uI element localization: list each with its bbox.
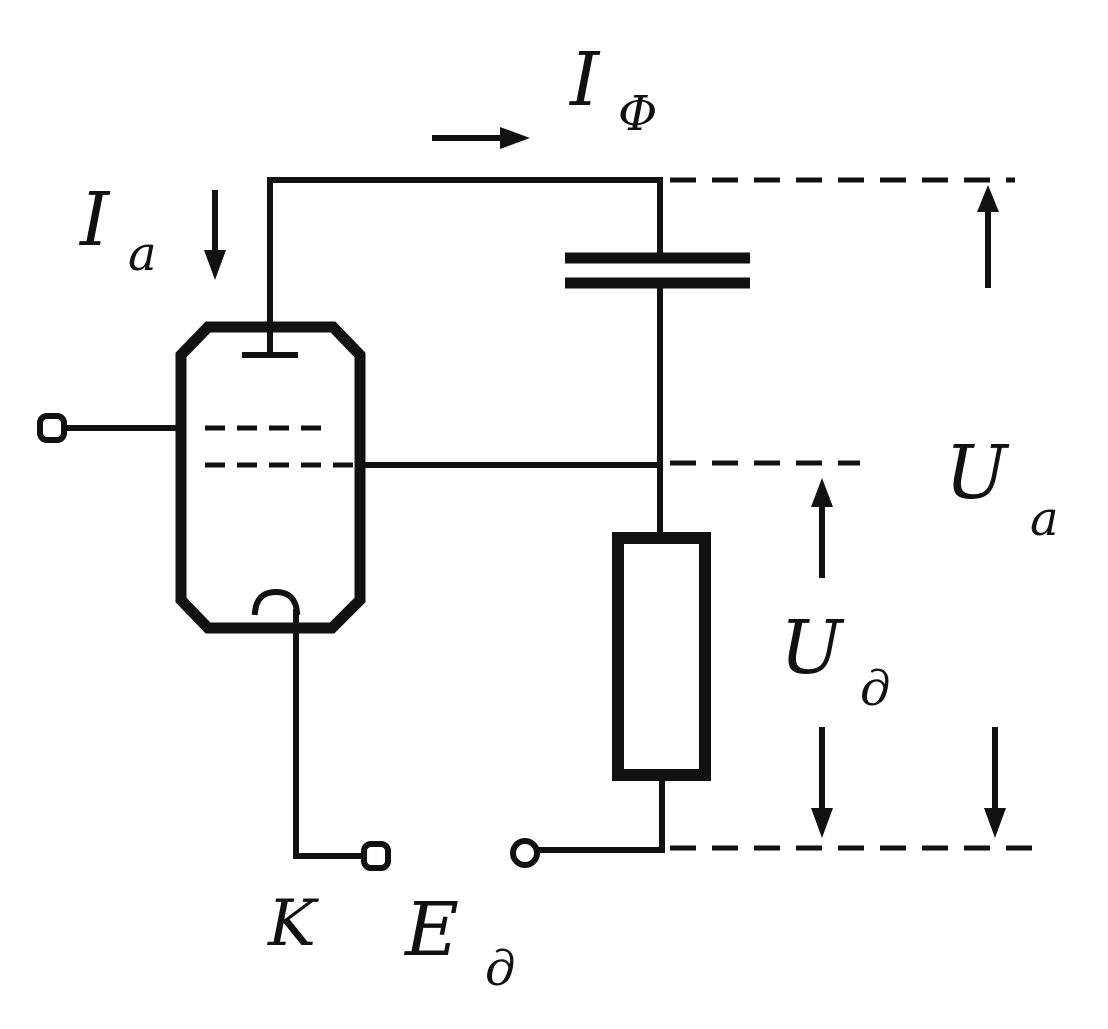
resistor: [612, 532, 711, 781]
label-e-d: E: [403, 887, 459, 973]
grid-input-terminal: [37, 413, 67, 443]
label-e-d-sub: д: [485, 941, 515, 997]
label-u-a: U: [945, 430, 1010, 516]
voltage-ua-arrow-down: [984, 727, 1006, 838]
label-i-phi: I: [568, 37, 601, 123]
cathode-wire: [293, 609, 368, 859]
label-u-a-sub: a: [1030, 491, 1059, 547]
current-anode-arrow: [204, 190, 226, 280]
label-i-phi-sub: Φ: [618, 86, 657, 142]
voltage-ud-arrow-up: [811, 478, 833, 578]
tube-envelope: [175, 321, 366, 634]
current-phi-arrow: [432, 127, 530, 149]
voltage-ud-arrow-down: [811, 727, 833, 838]
cathode: [251, 588, 301, 616]
label-u-d-sub: д: [860, 661, 890, 717]
label-k: K: [267, 887, 319, 961]
anode-wire: [267, 177, 663, 358]
cathode-terminal: [361, 841, 391, 871]
label-i-a-sub: a: [128, 226, 157, 282]
label-i-a: I: [78, 177, 111, 263]
label-u-d: U: [780, 605, 845, 691]
supply-terminal: [510, 838, 540, 868]
voltage-ua-arrow-up: [977, 185, 999, 288]
